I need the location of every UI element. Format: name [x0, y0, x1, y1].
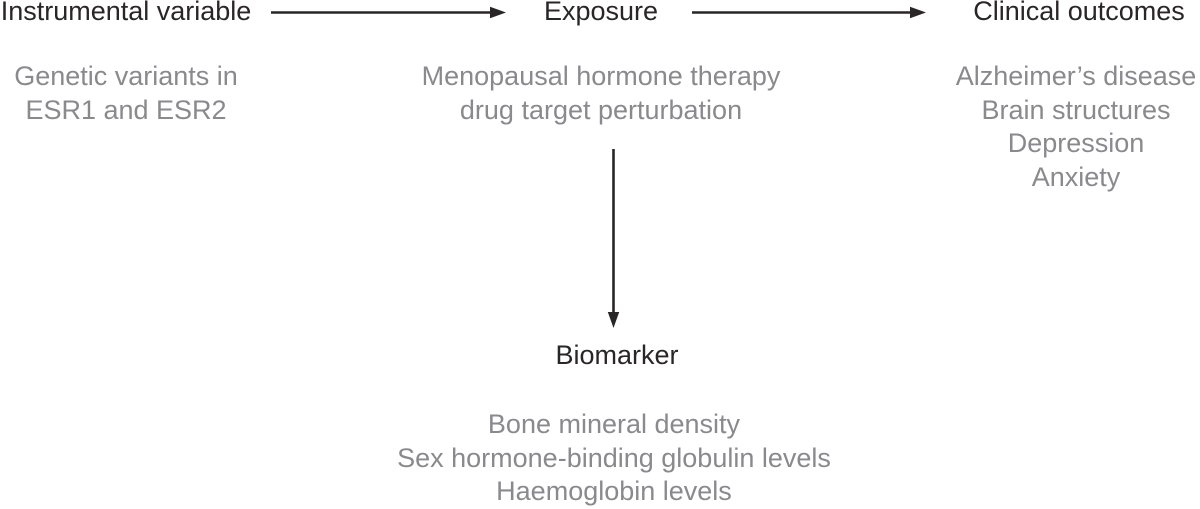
description-line: Bone mineral density [487, 409, 741, 439]
clinical-outcomes-description: Alzheimer’s disease Brain structures Dep… [916, 60, 1200, 194]
arrow-exposure-to-outcomes [692, 4, 926, 21]
description-line: Sex hormone-binding globulin levels [397, 442, 831, 473]
down-arrow-icon [607, 149, 620, 328]
description-line: Anxiety [1031, 161, 1121, 192]
instrumental-variable-title: Instrumental variable [0, 0, 252, 26]
biomarker-description: Bone mineral density Sex hormone-binding… [354, 408, 874, 509]
description-line: Alzheimer’s disease [955, 61, 1197, 91]
clinical-outcomes-title: Clinical outcomes [973, 0, 1185, 26]
description-line: Depression [1007, 128, 1145, 158]
arrow-exposure-to-biomarker [605, 149, 622, 328]
arrow-iv-to-exposure [271, 4, 506, 21]
description-line: Genetic variants in [14, 61, 238, 91]
description-line: Brain structures [981, 94, 1171, 125]
right-arrow-icon [692, 6, 926, 19]
instrumental-variable-description: Genetic variants in ESR1 and ESR2 [0, 60, 286, 127]
exposure-description: Menopausal hormone therapy drug target p… [391, 60, 811, 127]
description-line: Menopausal hormone therapy [421, 61, 781, 91]
right-arrow-icon [271, 6, 506, 19]
biomarker-title: Biomarker [555, 340, 679, 370]
description-line: drug target perturbation [459, 94, 743, 125]
description-line: ESR1 and ESR2 [25, 94, 227, 125]
description-line: Haemoglobin levels [496, 476, 732, 506]
exposure-title: Exposure [543, 0, 659, 26]
